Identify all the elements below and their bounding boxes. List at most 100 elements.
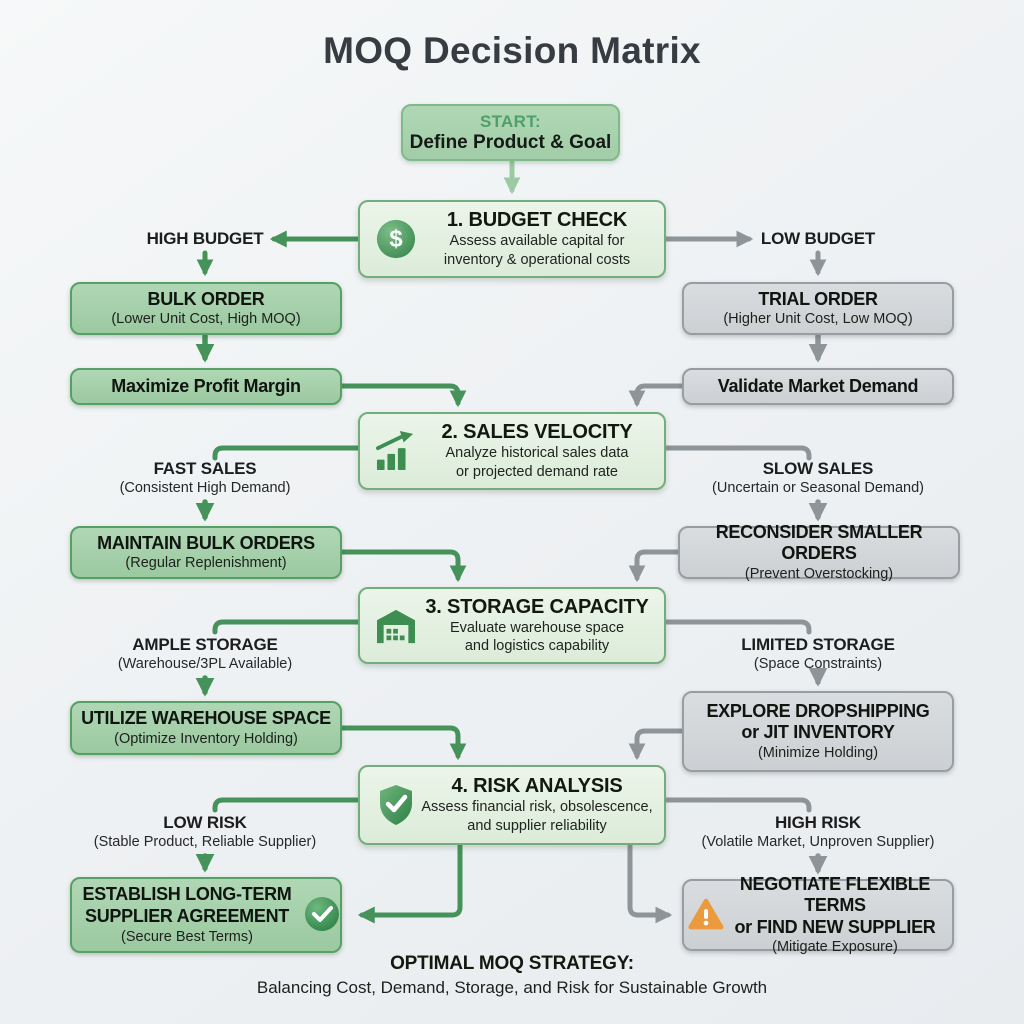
footer: OPTIMAL MOQ STRATEGY: Balancing Cost, De… <box>0 953 1024 998</box>
branch-low-risk-sub: (Stable Product, Reliable Supplier) <box>93 834 317 850</box>
node-explore-dropshipping: EXPLORE DROPSHIPPING or JIT INVENTORY (M… <box>682 691 954 772</box>
line-sales-to-fast <box>212 445 362 461</box>
footer-text: Balancing Cost, Demand, Storage, and Ris… <box>256 978 768 997</box>
step-budget-desc-line2: inventory & operational costs <box>443 251 631 268</box>
step-storage-desc-line2: and logistics capability <box>464 638 610 654</box>
node-explore-dropshipping-line1: EXPLORE DROPSHIPPING <box>706 700 930 721</box>
step-storage-desc-line1: Evaluate warehouse space <box>449 619 625 636</box>
branch-ample-storage: AMPLE STORAGE (Warehouse/3PL Available) <box>85 635 325 674</box>
step-sales-desc-line1: Analyze historical sales data <box>445 445 629 462</box>
node-bulk-order: BULK ORDER (Lower Unit Cost, High MOQ) <box>70 282 342 335</box>
branch-limited-storage: LIMITED STORAGE (Space Constraints) <box>698 635 938 674</box>
arrow-maintain-to-storage <box>339 549 467 583</box>
step-risk-desc-line2: and supplier reliability <box>467 817 607 834</box>
node-bulk-order-title: BULK ORDER <box>147 288 265 309</box>
node-trial-order-title: TRIAL ORDER <box>758 288 878 309</box>
node-establish-agreement-line1: ESTABLISH LONG-TERM <box>82 884 292 905</box>
node-validate-demand: Validate Market Demand <box>682 368 954 405</box>
branch-limited-storage-label: LIMITED STORAGE <box>741 635 895 654</box>
start-node: START: Define Product & Goal <box>401 104 620 161</box>
arrow-risk-to-negotiate <box>627 843 673 924</box>
start-text: Define Product & Goal <box>409 131 612 153</box>
branch-high-budget: HIGH BUDGET <box>105 229 305 249</box>
step-storage-title: 3. STORAGE CAPACITY <box>425 595 649 618</box>
line-storage-to-ample <box>212 619 362 635</box>
step-budget-desc: Assess available capital for inventory &… <box>420 232 654 268</box>
branch-slow-sales-sub: (Uncertain or Seasonal Demand) <box>712 480 924 496</box>
branch-limited-storage-sub: (Space Constraints) <box>753 656 883 672</box>
arrow-utilize-to-risk <box>339 725 467 761</box>
node-reconsider-orders-sub: (Prevent Overstocking) <box>744 566 894 583</box>
node-utilize-warehouse-title: UTILIZE WAREHOUSE SPACE <box>81 708 331 729</box>
node-maintain-bulk-title: MAINTAIN BULK ORDERS <box>97 532 315 553</box>
node-establish-agreement: ESTABLISH LONG-TERM SUPPLIER AGREEMENT (… <box>70 877 342 953</box>
warehouse-icon <box>372 607 420 645</box>
step-sales-title: 2. SALES VELOCITY <box>441 421 633 444</box>
arrow-explore-to-risk <box>628 728 685 761</box>
step-sales-desc-line2: or projected demand rate <box>455 463 618 480</box>
branch-high-risk: HIGH RISK (Volatile Market, Unproven Sup… <box>668 813 968 852</box>
step-storage-capacity: 3. STORAGE CAPACITY Evaluate warehouse s… <box>358 587 666 664</box>
branch-high-risk-label: HIGH RISK <box>774 813 862 832</box>
branch-low-risk-label: LOW RISK <box>163 813 247 832</box>
node-trial-order: TRIAL ORDER (Higher Unit Cost, Low MOQ) <box>682 282 954 335</box>
step-budget-check: $ 1. BUDGET CHECK Assess available capit… <box>358 200 666 278</box>
step-budget-desc-line1: Assess available capital for <box>449 233 625 250</box>
step-budget-text: 1. BUDGET CHECK Assess available capital… <box>420 209 654 268</box>
step-sales-text: 2. SALES VELOCITY Analyze historical sal… <box>420 421 654 480</box>
branch-fast-sales-sub: (Consistent High Demand) <box>119 480 291 496</box>
branch-low-risk: LOW RISK (Stable Product, Reliable Suppl… <box>65 813 345 852</box>
node-establish-agreement-sub: (Secure Best Terms) <box>121 928 253 945</box>
branch-ample-storage-label: AMPLE STORAGE <box>132 635 278 654</box>
step-risk-title: 4. RISK ANALYSIS <box>451 775 623 798</box>
node-negotiate-terms-line1: NEGOTIATE FLEXIBLE TERMS <box>739 873 931 916</box>
step-risk-text: 4. RISK ANALYSIS Assess financial risk, … <box>420 775 654 834</box>
node-negotiate-terms: NEGOTIATE FLEXIBLE TERMS or FIND NEW SUP… <box>682 874 954 955</box>
dollar-circle-icon: $ <box>372 218 420 260</box>
arrow-maximize-to-sales <box>339 383 467 408</box>
branch-high-budget-label: HIGH BUDGET <box>146 229 264 248</box>
node-maximize-profit-title: Maximize Profit Margin <box>111 375 301 396</box>
node-trial-order-sub: (Higher Unit Cost, Low MOQ) <box>723 311 913 328</box>
node-explore-dropshipping-sub: (Minimize Holding) <box>757 745 879 762</box>
node-maintain-bulk-sub: (Regular Replenishment) <box>125 555 287 572</box>
node-maximize-profit: Maximize Profit Margin <box>70 368 342 405</box>
shield-check-icon <box>372 783 420 827</box>
footer-title: OPTIMAL MOQ STRATEGY: <box>390 953 634 974</box>
arrow-validate-to-sales <box>628 383 685 408</box>
step-budget-title: 1. BUDGET CHECK <box>446 209 628 232</box>
node-reconsider-orders: RECONSIDER SMALLER ORDERS (Prevent Overs… <box>678 522 960 582</box>
step-risk-desc-line1: Assess financial risk, obsolescence, <box>421 799 653 816</box>
step-storage-desc: Evaluate warehouse space and logistics c… <box>420 619 654 655</box>
line-sales-to-slow <box>661 445 812 461</box>
page-title: MOQ Decision Matrix <box>323 30 701 71</box>
branch-low-budget-label: LOW BUDGET <box>760 229 876 248</box>
branch-fast-sales-label: FAST SALES <box>153 459 257 478</box>
node-utilize-warehouse-sub: (Optimize Inventory Holding) <box>114 730 298 747</box>
branch-high-risk-sub: (Volatile Market, Unproven Supplier) <box>701 834 935 850</box>
step-storage-text: 3. STORAGE CAPACITY Evaluate warehouse s… <box>420 596 654 655</box>
node-reconsider-orders-title: RECONSIDER SMALLER ORDERS <box>715 521 923 564</box>
node-utilize-warehouse: UTILIZE WAREHOUSE SPACE (Optimize Invent… <box>70 701 342 755</box>
growth-chart-icon <box>372 431 420 471</box>
check-circle-icon <box>304 896 340 937</box>
node-establish-agreement-line2: SUPPLIER AGREEMENT <box>85 905 289 926</box>
branch-slow-sales-label: SLOW SALES <box>762 459 874 478</box>
branch-ample-storage-sub: (Warehouse/3PL Available) <box>117 656 293 672</box>
arrow-reconsider-to-storage <box>628 549 681 583</box>
warning-triangle-icon <box>688 898 724 936</box>
branch-slow-sales: SLOW SALES (Uncertain or Seasonal Demand… <box>688 459 948 498</box>
line-risk-to-lowrisk <box>212 797 362 813</box>
step-risk-desc: Assess financial risk, obsolescence, and… <box>420 798 654 834</box>
node-validate-demand-title: Validate Market Demand <box>717 375 919 396</box>
node-explore-dropshipping-line2: or JIT INVENTORY <box>741 722 895 743</box>
node-negotiate-terms-line2: or FIND NEW SUPPLIER <box>734 916 936 937</box>
step-risk-analysis: 4. RISK ANALYSIS Assess financial risk, … <box>358 765 666 845</box>
node-negotiate-terms-sub: (Mitigate Exposure) <box>772 939 898 956</box>
node-bulk-order-sub: (Lower Unit Cost, High MOQ) <box>111 311 301 328</box>
branch-low-budget: LOW BUDGET <box>718 229 918 249</box>
branch-fast-sales: FAST SALES (Consistent High Demand) <box>85 459 325 498</box>
line-risk-to-highrisk <box>661 797 812 813</box>
